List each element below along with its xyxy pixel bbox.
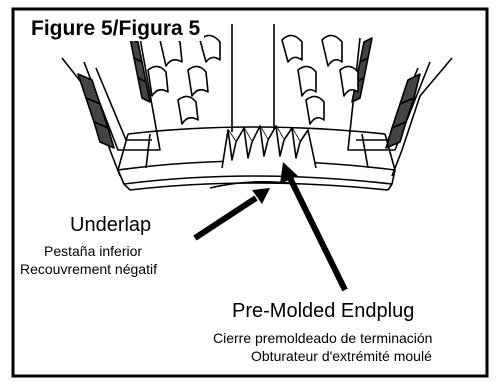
endplug-top-edge bbox=[127, 126, 386, 135]
endplug-drawing bbox=[61, 24, 453, 191]
endplug-label-spanish: Cierre premoldeado de terminación bbox=[213, 330, 433, 346]
left-hook-clips bbox=[147, 34, 221, 125]
endplug-front-lower bbox=[123, 175, 393, 185]
underlap-label-english: Underlap bbox=[70, 214, 152, 236]
right-hook-clips bbox=[281, 34, 359, 125]
figure-border bbox=[11, 7, 489, 378]
underlap-label-spanish: Pestaña inferior bbox=[44, 243, 143, 259]
right-brush-strips bbox=[351, 37, 421, 149]
endplug-front-bottom bbox=[129, 182, 389, 191]
endplug-label-french: Obturateur d'extrémité moulé bbox=[251, 348, 432, 364]
endplug-arrow bbox=[280, 162, 348, 292]
right-outer-wall bbox=[391, 57, 453, 177]
endplug-fingers bbox=[221, 125, 317, 169]
endplug-label-english: Pre-Molded Endplug bbox=[232, 300, 415, 322]
figure-title: Figure 5/Figura 5 bbox=[29, 17, 205, 41]
underlap-label-french: Recouvrement négatif bbox=[20, 261, 157, 277]
underlap-arrow bbox=[193, 188, 270, 241]
